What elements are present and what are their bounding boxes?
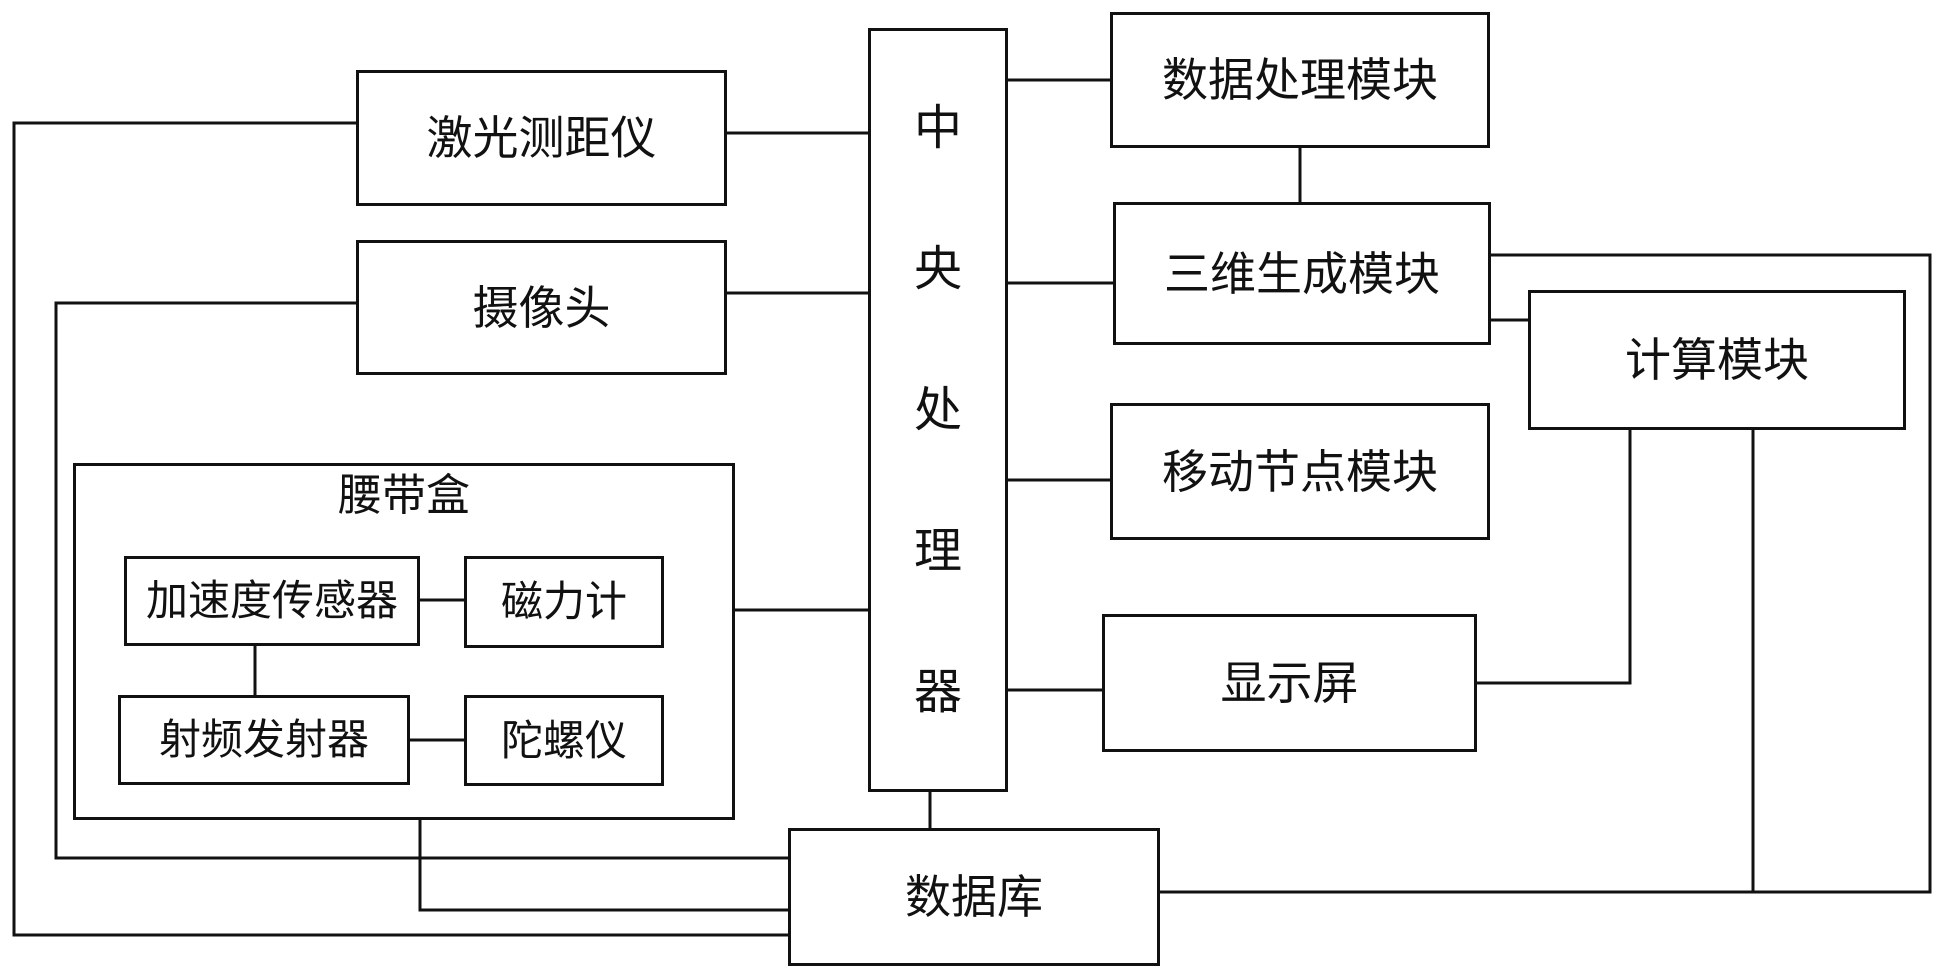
- edge-beltbox-database: [420, 820, 788, 910]
- belt-box-title: 腰带盒: [76, 474, 732, 518]
- central-processor-char-3: 处: [914, 386, 962, 434]
- edge-compute-display: [1477, 430, 1630, 683]
- data-processing-module-label: 数据处理模块: [1162, 57, 1438, 103]
- three-d-generation-module-node: 三维生成模块: [1113, 202, 1491, 345]
- magnetometer-node: 磁力计: [464, 556, 664, 648]
- display-screen-label: 显示屏: [1221, 660, 1359, 706]
- camera-label: 摄像头: [473, 285, 611, 331]
- display-screen-node: 显示屏: [1102, 614, 1477, 752]
- central-processor-char-1: 中: [914, 104, 962, 152]
- rf-transmitter-label: 射频发射器: [159, 719, 369, 761]
- database-node: 数据库: [788, 828, 1160, 966]
- central-processor: 中 央 处 理 器: [868, 28, 1008, 792]
- three-d-generation-module-label: 三维生成模块: [1164, 251, 1440, 297]
- magnetometer-label: 磁力计: [501, 581, 627, 623]
- camera-node: 摄像头: [356, 240, 727, 375]
- database-label: 数据库: [905, 874, 1043, 920]
- rf-transmitter-node: 射频发射器: [118, 695, 410, 785]
- mobile-node-module-label: 移动节点模块: [1162, 449, 1438, 495]
- laser-rangefinder-label: 激光测距仪: [427, 115, 657, 161]
- mobile-node-module-node: 移动节点模块: [1110, 403, 1490, 540]
- laser-rangefinder-node: 激光测距仪: [356, 70, 727, 206]
- accelerometer-node: 加速度传感器: [124, 556, 420, 646]
- central-processor-char-2: 央: [914, 245, 962, 293]
- compute-module-node: 计算模块: [1528, 290, 1906, 430]
- gyroscope-label: 陀螺仪: [501, 720, 627, 762]
- central-processor-char-4: 理: [914, 527, 962, 575]
- data-processing-module-node: 数据处理模块: [1110, 12, 1490, 148]
- gyroscope-node: 陀螺仪: [464, 695, 664, 786]
- compute-module-label: 计算模块: [1625, 337, 1809, 383]
- accelerometer-label: 加速度传感器: [146, 580, 398, 622]
- central-processor-char-5: 器: [914, 668, 962, 716]
